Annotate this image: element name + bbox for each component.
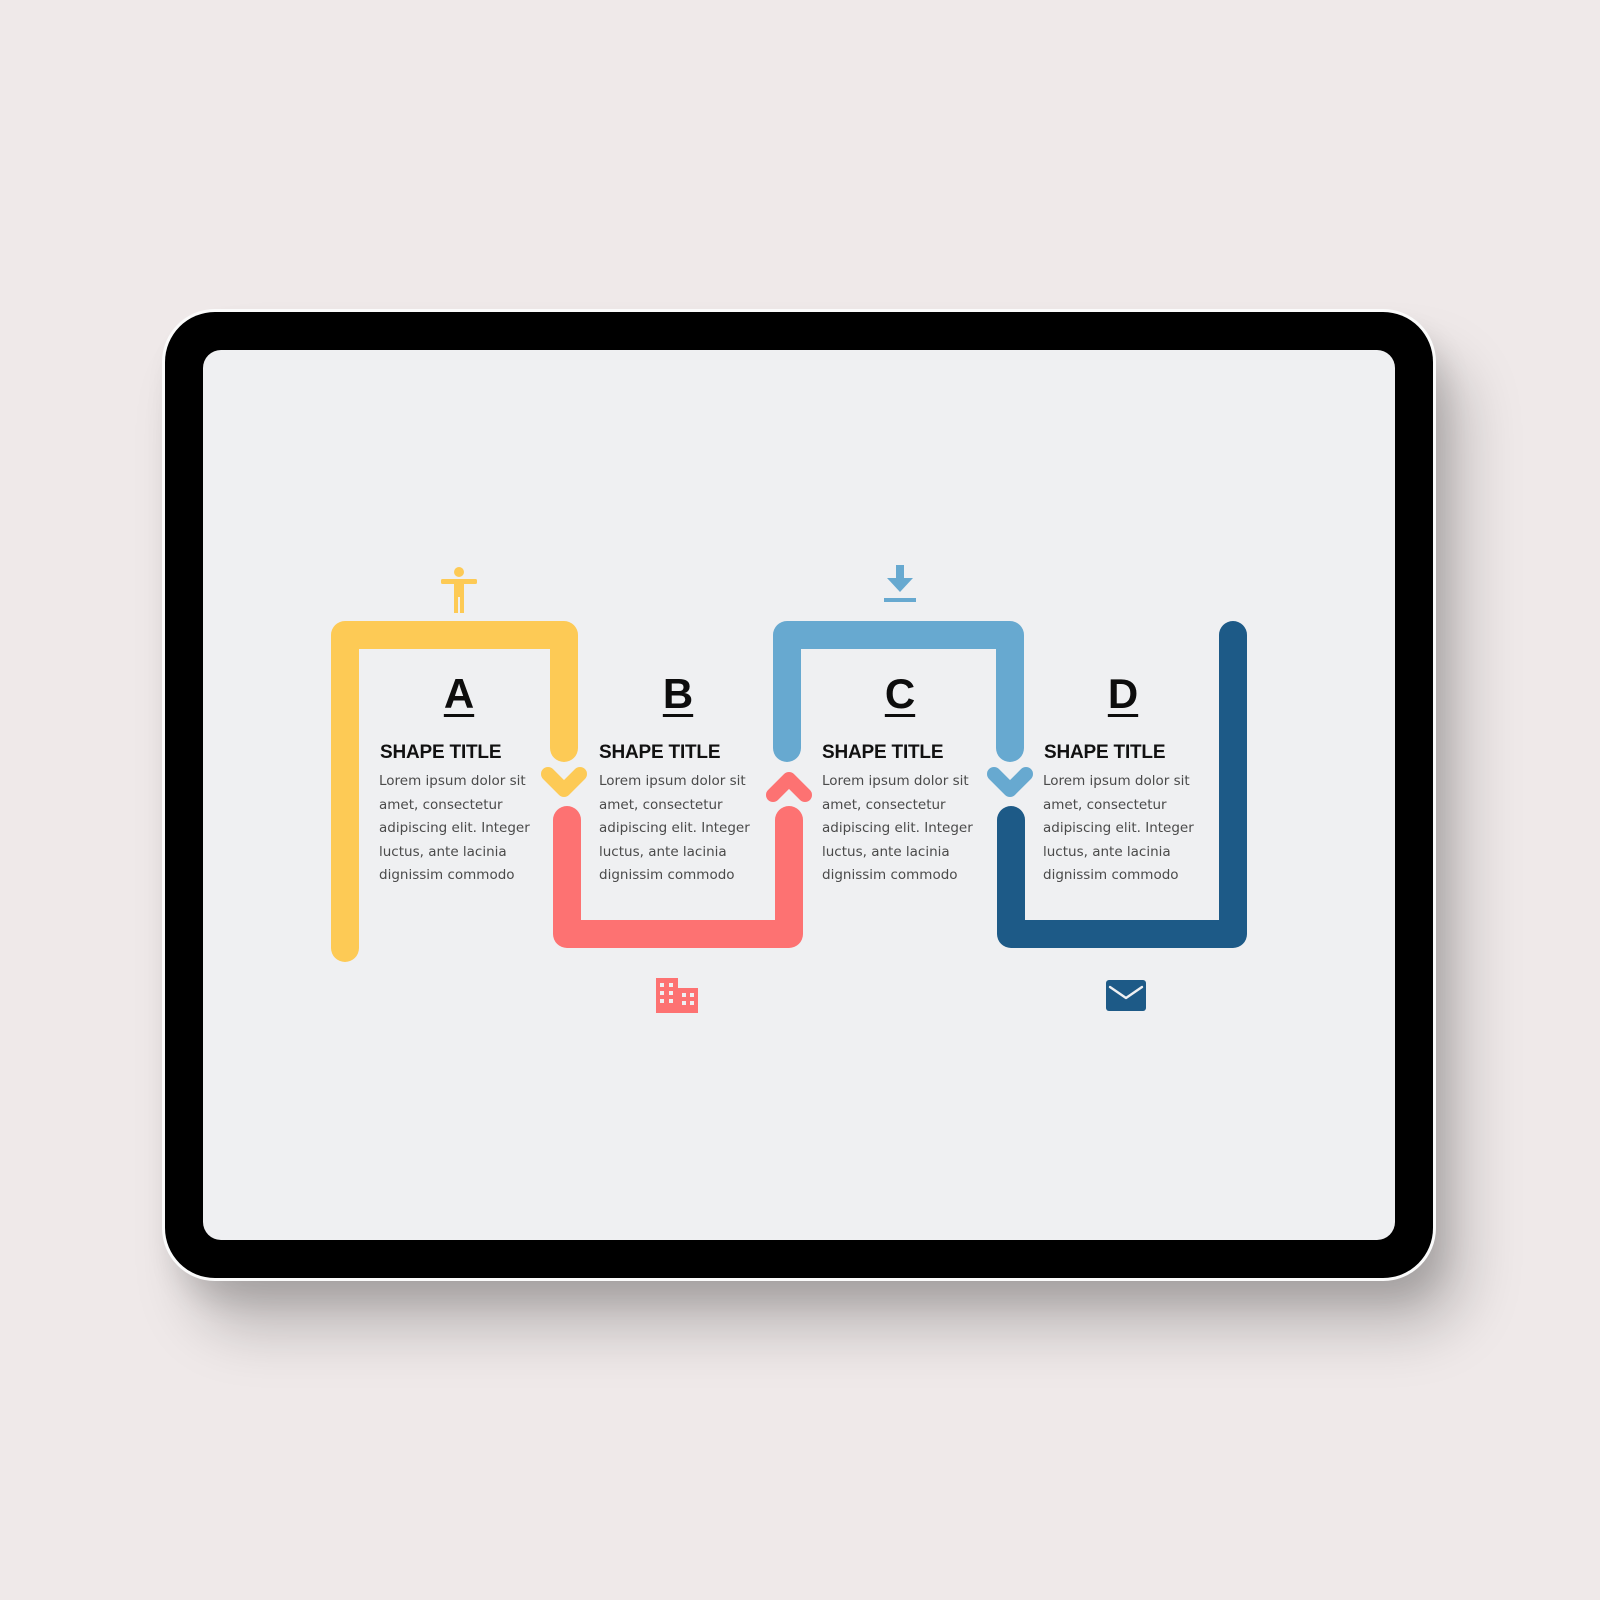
envelope-icon	[1106, 980, 1146, 1011]
step-body-a: Lorem ipsum dolor sit amet, consectetur …	[379, 773, 530, 883]
step-body-d: Lorem ipsum dolor sit amet, consectetur …	[1043, 773, 1194, 883]
download-icon	[884, 565, 916, 602]
step-letter-d: D	[1107, 670, 1139, 717]
step-letter-b: B	[662, 670, 694, 717]
step-title-c: SHAPE TITLE	[822, 742, 944, 763]
path-segment-a	[331, 621, 578, 962]
process-diagram	[331, 565, 1247, 1013]
path-segment-c	[773, 621, 1024, 762]
path-segment-b	[553, 806, 803, 948]
chevron-up-icon	[766, 772, 812, 802]
building-icon	[656, 978, 698, 1013]
chevron-down-icon	[541, 767, 587, 797]
step-title-a: SHAPE TITLE	[380, 742, 502, 763]
chevron-down-icon	[987, 767, 1033, 797]
step-letter-a: A	[443, 670, 475, 717]
person-accessibility-icon	[441, 567, 477, 613]
step-title-b: SHAPE TITLE	[599, 742, 721, 763]
step-body-c: Lorem ipsum dolor sit amet, consectetur …	[822, 773, 973, 883]
step-title-d: SHAPE TITLE	[1044, 742, 1166, 763]
path-segment-d	[997, 621, 1247, 948]
step-body-b: Lorem ipsum dolor sit amet, consectetur …	[599, 773, 750, 883]
tablet-screen: A SHAPE TITLE Lorem ipsum dolor sit amet…	[203, 350, 1395, 1240]
tablet-bezel: A SHAPE TITLE Lorem ipsum dolor sit amet…	[165, 312, 1433, 1278]
step-letter-c: C	[884, 670, 916, 717]
